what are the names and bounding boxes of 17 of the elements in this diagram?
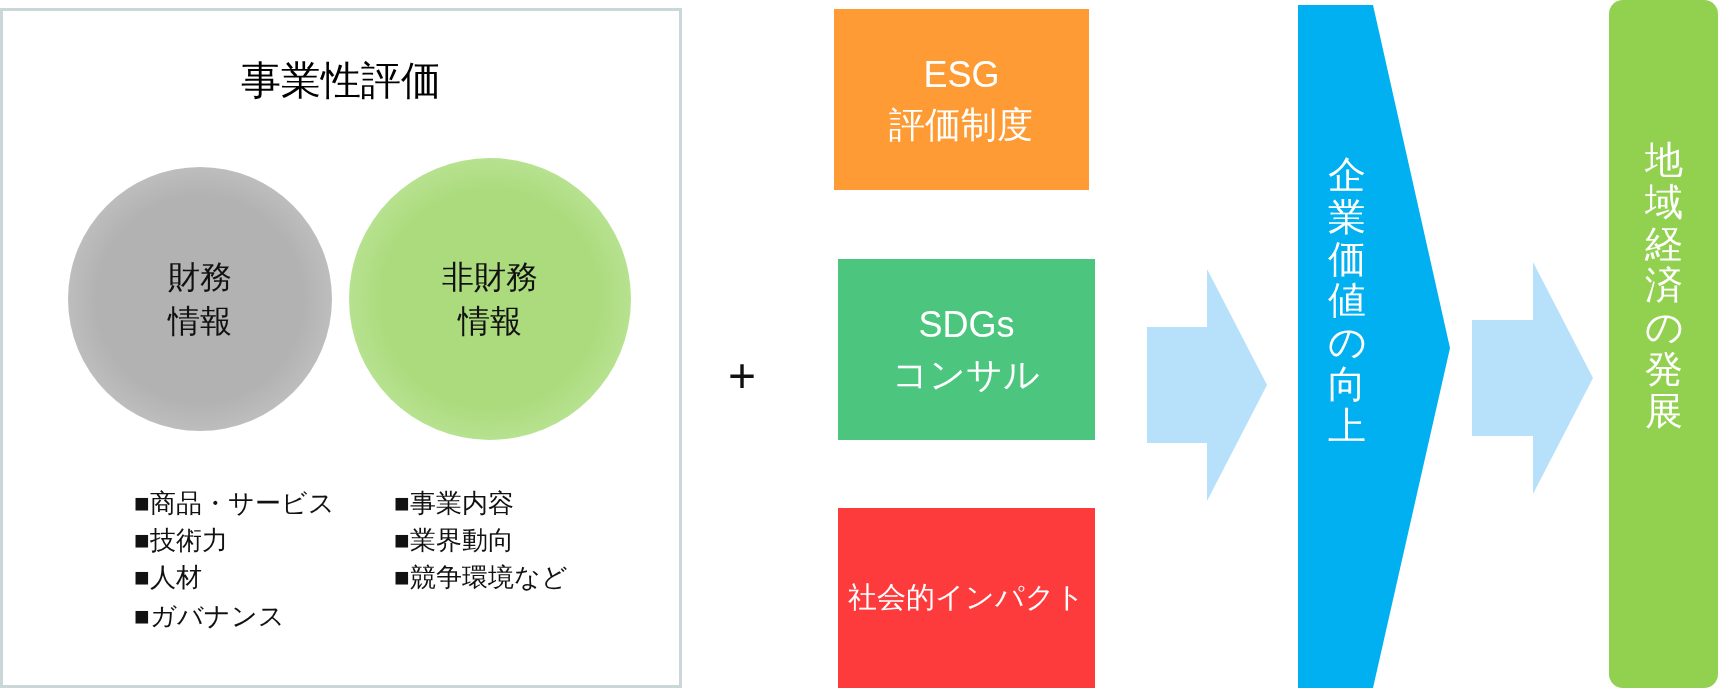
chevron: 企業価値の向上 [1298,5,1450,688]
bullet-item: ■業界動向 [394,527,514,553]
bullet-item: ■事業内容 [394,490,514,516]
bullet-item: ■商品・サービス [134,490,335,516]
category-box: SDGs コンサル [838,259,1095,440]
bullet-item: ■技術力 [134,527,228,553]
bullet-item: ■競争環境など [394,564,568,590]
block-arrow [1147,269,1267,501]
result-bar: 地域経済の発展 [1609,0,1718,688]
category-box: 社会的インパクト [838,508,1095,688]
panel [0,8,682,688]
panel-title: 事業性評価 [240,57,442,104]
bullet-item: ■ガバナンス [134,603,285,629]
plus-sign: + [728,352,757,400]
bullet-item: ■人材 [134,564,202,590]
category-box: ESG 評価制度 [834,9,1089,190]
block-arrow [1472,262,1593,494]
